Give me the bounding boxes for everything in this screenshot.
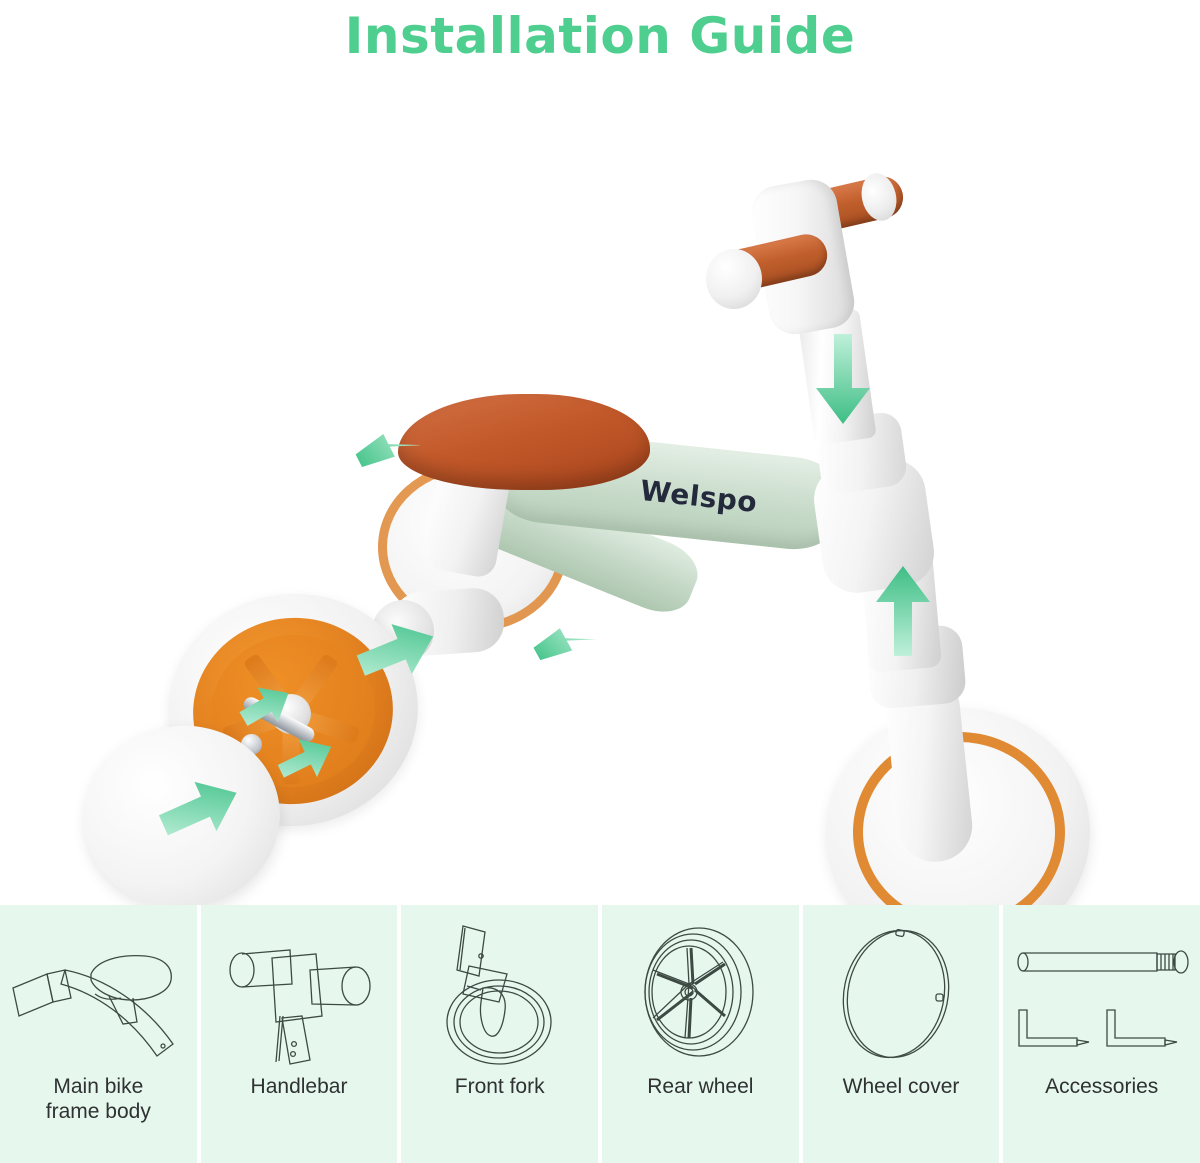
rear-hub-arrow [276,734,336,784]
part-cell-wheel-cover[interactable]: Wheel cover [802,905,1000,1163]
part-label-accessories: Accessories [1045,1075,1159,1098]
seat-attach-arrow [352,430,420,486]
front-fork-insert-arrow [872,564,934,656]
frame-joint-arrow [530,624,596,676]
part-label-wheel-cover: Wheel cover [842,1075,960,1098]
rear-wheel-attach-arrow [356,620,438,682]
product-stage: Welspo [0,72,1200,915]
part-cell-front-fork[interactable]: Front fork [401,905,599,1163]
bike-seat [398,394,650,490]
part-label-rear-wheel: Rear wheel [647,1075,754,1098]
handlebar-insert-arrow [812,334,874,426]
handlebar-icon [204,913,394,1073]
product-illustration: Welspo [0,72,1200,915]
handlebar-cap-left [706,249,762,309]
page-title: Installation Guide [344,7,856,65]
frame-body-icon [3,913,193,1073]
part-label-front-fork: Front fork [454,1075,545,1098]
title-bar: Installation Guide [0,0,1200,72]
wheel-cover-icon [806,913,996,1073]
part-cell-rear-wheel[interactable]: Rear wheel [602,905,799,1163]
part-label-handlebar: Handlebar [250,1075,348,1098]
rear-wheel-icon [605,913,795,1073]
accessories-icon [1007,913,1197,1073]
part-cell-handlebar[interactable]: Handlebar [200,905,398,1163]
wheel-cover-attach-arrow [158,778,242,840]
front-fork-icon [405,913,595,1073]
rear-axle-arrow [238,682,294,730]
part-cell-accessories[interactable]: Accessories [1003,905,1200,1163]
